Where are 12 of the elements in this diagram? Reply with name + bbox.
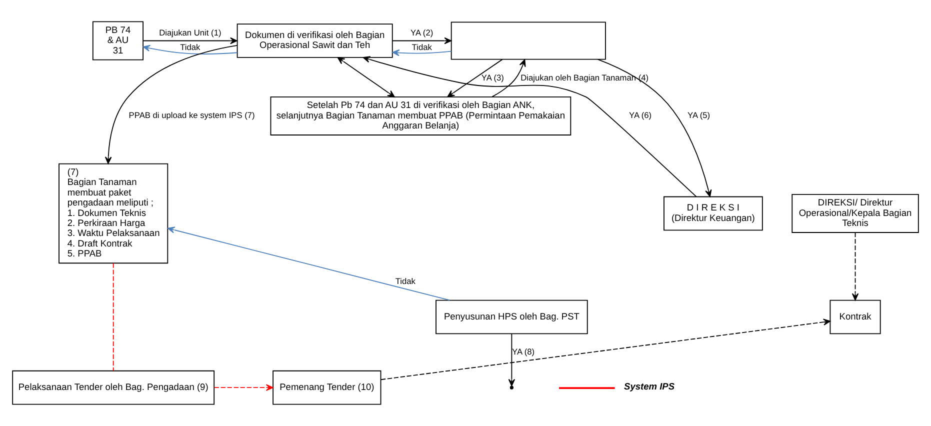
edge-label: Tidak	[180, 42, 200, 52]
edge-label: Tidak	[412, 42, 432, 52]
edge-label: Diajukan oleh Bagian Tanaman (4)	[520, 72, 649, 82]
edge-label: Diajukan Unit (1)	[159, 27, 222, 38]
edge-label: YA (8)	[512, 346, 535, 356]
edge-label: Tidak	[395, 276, 416, 286]
edge-label: YA (2)	[410, 27, 434, 38]
edge-label: YA (6)	[629, 110, 652, 120]
legend-label: System IPS	[624, 381, 675, 392]
edge-label: YA (5)	[688, 110, 710, 120]
edge-label: PPAB di upload ke system IPS (7)	[128, 110, 255, 120]
edge-label: YA (3)	[481, 72, 504, 82]
